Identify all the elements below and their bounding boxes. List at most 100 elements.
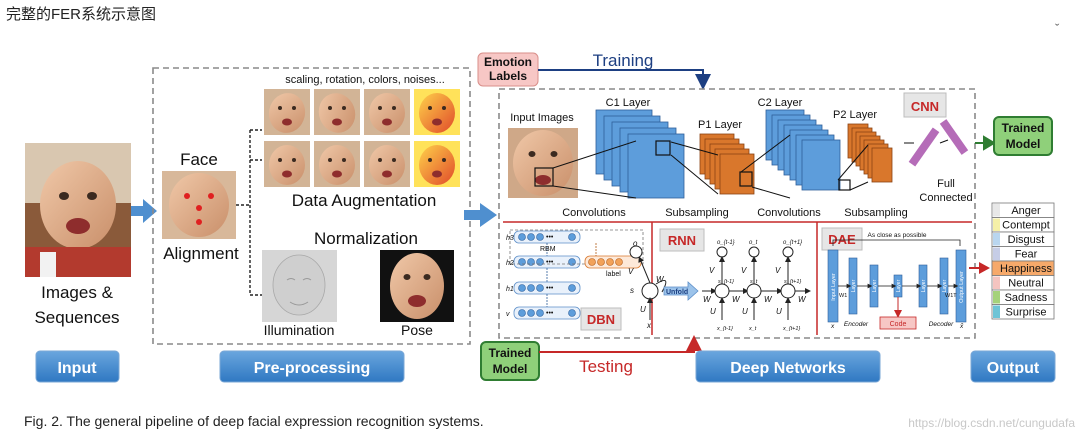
cnn-c1-label: C1 Layer: [606, 97, 651, 109]
input-pill-label: Input: [57, 360, 97, 377]
thumb-mouth: [432, 170, 442, 178]
rnn-u-folded: U: [640, 305, 646, 314]
rnn-unfold-label: Unfold: [666, 289, 688, 296]
rnn-o: o: [633, 239, 638, 248]
c2-feature-map: [801, 139, 841, 191]
testing-label: Testing: [579, 357, 633, 376]
rnn-output-label: o_t: [749, 240, 758, 246]
trained-model-input-box: [480, 341, 540, 381]
dbn-unit: [527, 258, 535, 266]
thumb-eye: [342, 106, 346, 110]
dae-w1-label: W1: [839, 293, 847, 299]
emotion-swatch: [993, 291, 1000, 304]
augmented-face-thumb: [414, 141, 460, 187]
dbn-unit: [536, 284, 544, 292]
emotion-swatch: [993, 204, 1000, 217]
deep-networks-pill: Deep Networks: [695, 350, 881, 383]
rnn-u-label: U: [710, 307, 716, 316]
cnn-convolutions-label-2: Convolutions: [757, 207, 821, 219]
rnn-v-label: V: [741, 266, 747, 275]
cnn-c2-label: C2 Layer: [758, 97, 803, 109]
rnn-tag-box: [659, 228, 705, 252]
figure-caption: Fig. 2. The general pipeline of deep fac…: [24, 413, 484, 429]
cnn-subsampling-label-2: Subsampling: [844, 207, 908, 219]
dbn-unit: [518, 309, 526, 317]
rnn-w-label: W: [798, 295, 807, 304]
pose-label: Pose: [401, 322, 433, 338]
thumb-eye: [442, 158, 446, 162]
alignment-label: Alignment: [163, 244, 239, 263]
dae-close-label: As close as possible: [868, 232, 927, 239]
augmented-face-thumb: [414, 89, 460, 135]
trained-model-input-line2: Model: [493, 362, 528, 376]
dbn-unit: [568, 284, 576, 292]
emotion-label: Anger: [1011, 205, 1041, 217]
aligned-face-image: [162, 171, 236, 239]
dbn-layer-label: h1: [506, 286, 514, 293]
emotion-swatch: [993, 233, 1000, 246]
thumb-eye: [428, 158, 432, 162]
cnn-convolutions-label-1: Convolutions: [562, 207, 626, 219]
trained-model-output-line1: Trained: [1002, 121, 1045, 135]
output-arrow-icon: [969, 262, 990, 274]
testing-arrow: [539, 335, 702, 353]
input-label-line2: Sequences: [34, 308, 119, 327]
dbn-unit: [527, 309, 535, 317]
cnn-p1-kernel: [739, 171, 753, 187]
augmentation-thumbnails: [264, 89, 460, 187]
rnn-diagram: osWVUxUnfoldWs_{t-1}o_{t-1}VUx_{t-1}Ws_t…: [628, 239, 811, 332]
dbn-unit: [568, 309, 576, 317]
data-augmentation-label: Data Augmentation: [292, 191, 437, 210]
rnn-v-arrow: [638, 256, 651, 284]
dbn-ellipsis: •••: [546, 234, 554, 241]
trained-model-output-line2: Model: [1006, 137, 1041, 151]
rnn-state-label: s_{t+1}: [784, 279, 801, 285]
rnn-w-folded: W: [656, 275, 665, 284]
cnn-feature-maps: [595, 109, 893, 199]
augmented-face-thumb: [364, 141, 410, 187]
cnn-input-image: [508, 128, 578, 198]
rnn-x: x: [646, 321, 652, 330]
full-connected-line1: Full: [937, 178, 955, 190]
thumb-face: [419, 93, 455, 133]
dbn-unit: [527, 284, 535, 292]
rnn-output-label: o_{t+1}: [783, 240, 802, 246]
pose-image: [380, 250, 454, 322]
rnn-state-node: [780, 283, 796, 299]
thumb-mouth: [282, 118, 292, 126]
dbn-label-unit: [615, 258, 623, 266]
cnn-p1-label: P1 Layer: [698, 119, 742, 131]
dae-output-layer-label: Output Layer: [959, 271, 965, 303]
illumination-label: Illumination: [264, 322, 335, 338]
thumb-eye: [278, 106, 282, 110]
thumb-mouth: [282, 170, 292, 178]
input-photo: [25, 143, 131, 277]
dbn-label-unit: [606, 258, 614, 266]
dae-decoder-label: Decoder: [929, 321, 954, 328]
emotion-row: [991, 304, 1055, 320]
dbn-label-text: label: [606, 271, 621, 278]
emotion-label: Neutral: [1008, 278, 1043, 290]
emotion-labels-line1: Emotion: [484, 55, 532, 69]
thumb-eye: [392, 158, 396, 162]
cnn-p2-label: P2 Layer: [833, 109, 877, 121]
augmented-face-thumb: [364, 89, 410, 135]
dbn-label-unit: [588, 258, 596, 266]
normalization-label: Normalization: [314, 229, 418, 248]
thumb-mouth: [332, 118, 342, 126]
thumb-mouth: [332, 170, 342, 178]
dbn-label-unit: [597, 258, 605, 266]
dbn-tag: DBN: [587, 312, 615, 327]
trained-model-input-line1: Trained: [489, 346, 532, 360]
thumb-mouth: [432, 118, 442, 126]
cnn-tag-box: [903, 92, 947, 118]
cnn-projection-lines: [552, 134, 869, 199]
rbm-box: [509, 229, 644, 265]
rnn-u-label: U: [742, 307, 748, 316]
thumb-face: [268, 93, 306, 133]
rnn-output-node: [782, 246, 794, 258]
emotion-swatch: [993, 276, 1000, 289]
